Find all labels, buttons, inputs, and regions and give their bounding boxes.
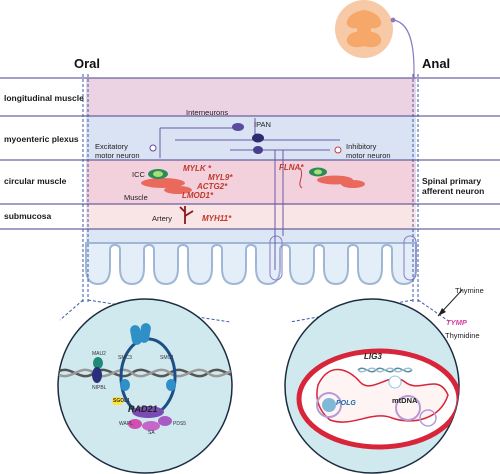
neuron-somata xyxy=(149,123,342,154)
flna-nerve-fiber xyxy=(299,167,303,189)
spinal-afferent-label-2: afferent neuron xyxy=(422,186,485,196)
spinal-afferent-axon xyxy=(392,19,415,270)
gene-lmod1: LMOD1* xyxy=(182,191,214,200)
rad21-label: RAD21 xyxy=(128,404,158,414)
spinal-afferent-label-1: Spinal primary xyxy=(422,176,482,186)
tymp-label: TYMP xyxy=(446,318,467,327)
mucosa-base xyxy=(86,229,416,243)
mau2-label: MAU2 xyxy=(92,351,106,357)
gene-flna: FLNA* xyxy=(279,163,304,172)
ipan-label: IPAN xyxy=(254,120,271,129)
interneuron-network xyxy=(159,118,340,270)
spinal-cord xyxy=(335,0,393,58)
sgol1-label: SGOL1 xyxy=(113,398,130,404)
oral-header: Oral xyxy=(74,56,101,71)
inhibitory-label-2: motor neuron xyxy=(346,151,391,160)
villi xyxy=(85,242,417,286)
smc1-label: SMC1 xyxy=(160,355,174,361)
muscle-cells xyxy=(141,175,365,194)
longitudinal-muscle-label: longitudinal muscle xyxy=(4,93,84,103)
artery-icon xyxy=(179,206,194,224)
lig3-label: LIG3 xyxy=(364,352,382,361)
myenteric-plexus-label: myoenteric plexus xyxy=(4,134,79,144)
artery-label: Artery xyxy=(152,214,173,223)
thymine-arrow-head xyxy=(438,308,446,316)
icc-cells xyxy=(148,167,327,179)
gene-actg2: ACTG2* xyxy=(197,182,228,191)
thymine-label: Thymine xyxy=(455,286,484,295)
icc-label: ICC xyxy=(132,170,145,179)
spinal-sensory-ending xyxy=(403,235,417,281)
pds5-label: PDS5 xyxy=(173,421,187,427)
spinal-neuron-soma xyxy=(390,17,396,23)
mtdna-label: mtDNA xyxy=(392,396,418,405)
ipan-sensory-ending xyxy=(269,235,283,281)
interneurons-label: Interneurons xyxy=(186,108,229,117)
excitatory-label-1: Excitatory xyxy=(95,142,128,151)
nipbl-label: NIPBL xyxy=(92,385,107,391)
gene-mylk: MYLK * xyxy=(183,164,211,173)
smc3-label: SMC3 xyxy=(118,355,132,361)
mitochondria-panel xyxy=(284,298,460,474)
anal-header: Anal xyxy=(422,56,451,71)
muscle-label: Muscle xyxy=(124,193,148,202)
cohesin-panel xyxy=(57,298,233,474)
submucosa-layer xyxy=(86,204,416,229)
gene-myh11: MYH11* xyxy=(202,214,232,223)
myenteric-plexus-layer xyxy=(86,116,416,160)
excitatory-label-2: motor neuron xyxy=(95,151,140,160)
longitudinal-muscle-layer xyxy=(86,78,416,116)
gene-myl9: MYL9* xyxy=(208,173,233,182)
sa-label: SA xyxy=(148,430,155,436)
inhibitory-label-1: Inhibitory xyxy=(346,142,377,151)
thymidine-label: Thymidine xyxy=(445,331,480,340)
circular-muscle-label: circular muscle xyxy=(4,176,67,186)
submucosa-label: submucosa xyxy=(4,211,52,221)
wapl-label: WAPL xyxy=(119,421,133,427)
polg-label: POLG xyxy=(336,400,356,407)
